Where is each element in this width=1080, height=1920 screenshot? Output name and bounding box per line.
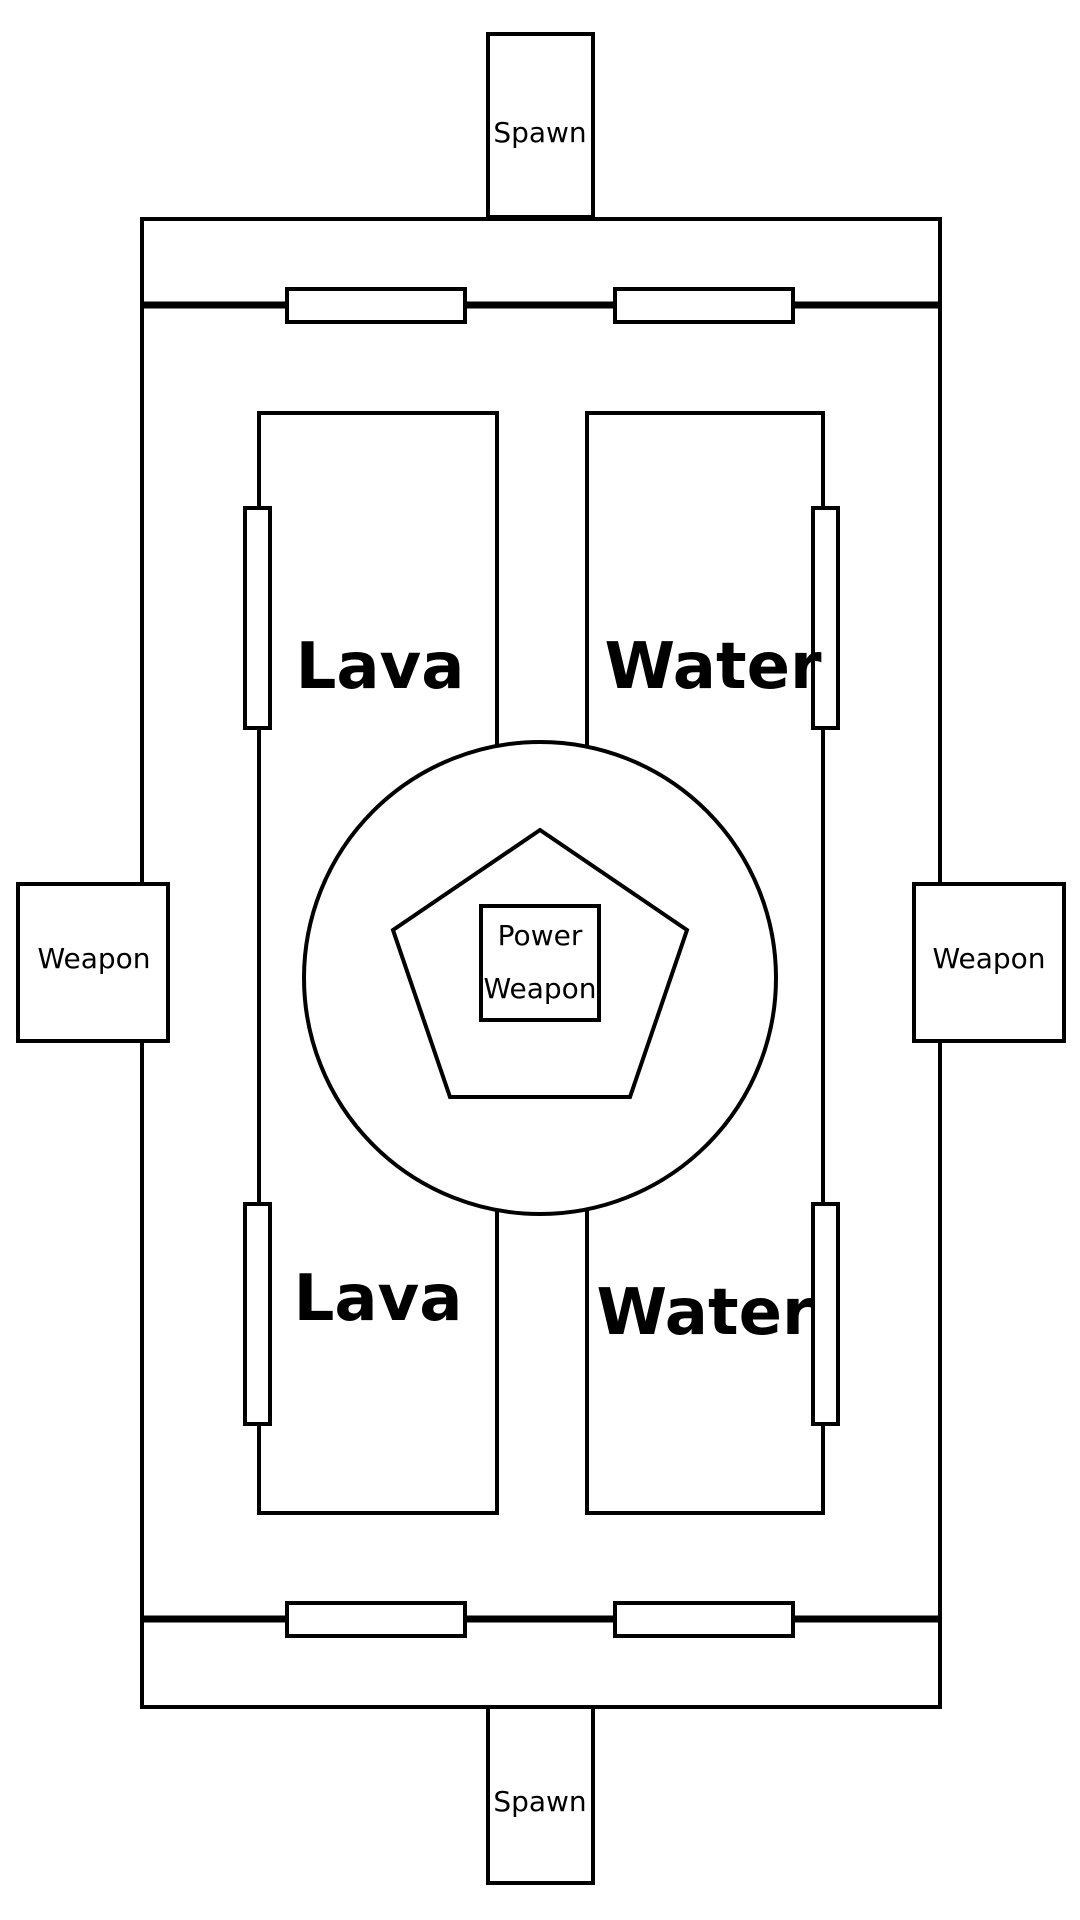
weapon-right-label: Weapon (932, 942, 1045, 975)
lava-zone-outline (257, 411, 499, 1515)
power-weapon: Power Weapon (479, 904, 601, 1022)
bottom-gate-right (613, 1601, 795, 1638)
left-gate-lower (243, 1202, 272, 1426)
top-gate-right (613, 287, 795, 324)
weapon-left: Weapon (16, 882, 170, 1043)
lava-label-bottom: Lava (294, 1262, 463, 1336)
left-gate-upper (243, 506, 272, 730)
power-weapon-label-line2: Weapon (483, 972, 596, 1005)
right-gate-lower (811, 1202, 840, 1426)
spawn-bottom-label: Spawn (493, 1785, 586, 1818)
spawn-top-label: Spawn (493, 116, 586, 149)
water-label-top: Water (604, 630, 822, 704)
lava-label-top: Lava (296, 630, 465, 704)
bottom-gate-left (285, 1601, 467, 1638)
water-zone-outline (585, 411, 825, 1515)
water-label-bottom: Water (596, 1276, 814, 1350)
spawn-bottom: Spawn (486, 1705, 595, 1885)
right-gate-upper (811, 506, 840, 730)
power-weapon-label-line1: Power (498, 919, 583, 952)
weapon-right: Weapon (912, 882, 1066, 1043)
weapon-left-label: Weapon (37, 942, 150, 975)
top-gate-left (285, 287, 467, 324)
spawn-top: Spawn (486, 32, 595, 219)
